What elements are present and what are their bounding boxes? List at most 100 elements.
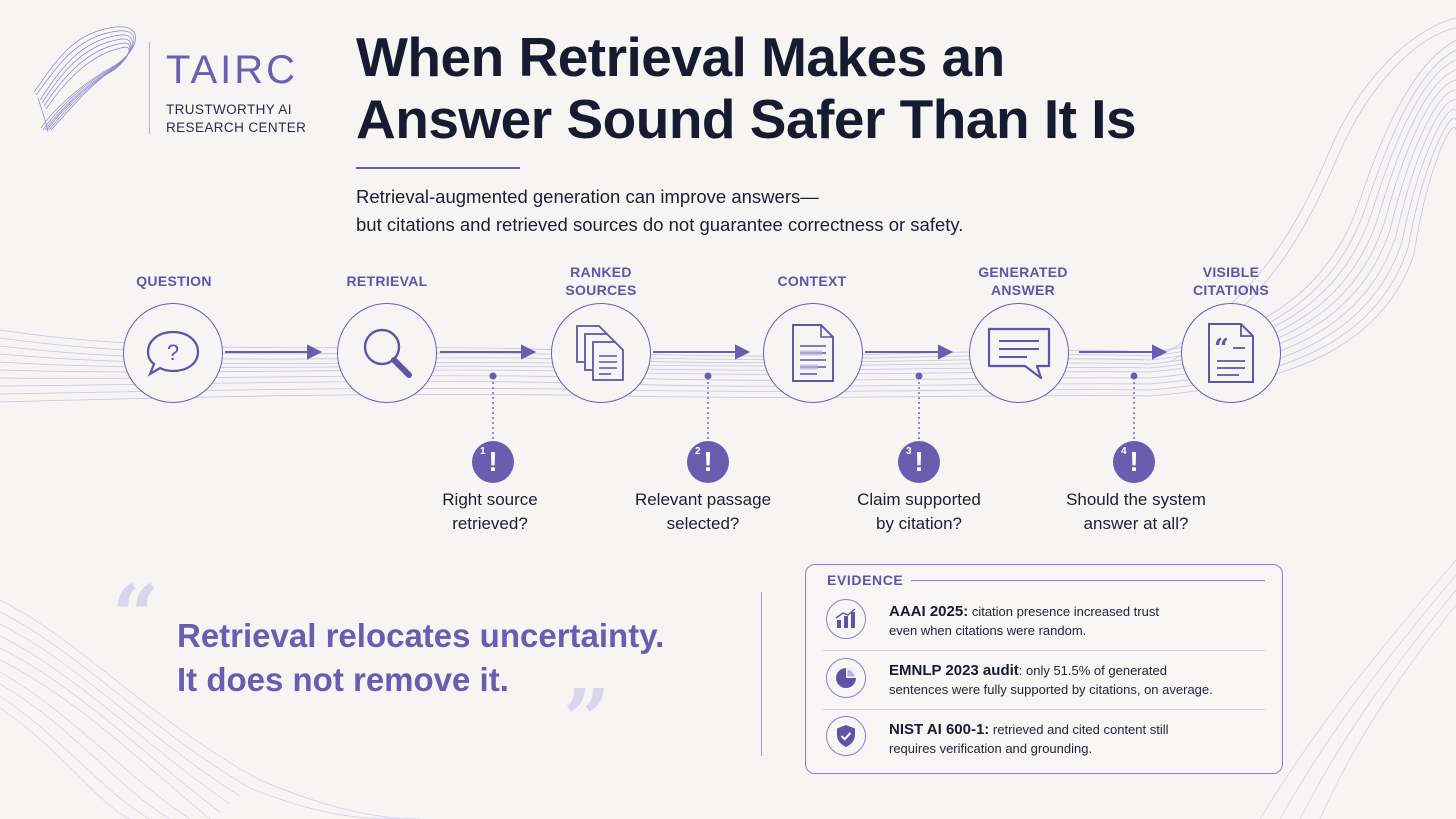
evidence-detail: : only 51.5% of generated <box>1018 663 1167 678</box>
check-line: selected? <box>666 514 740 533</box>
logo-subtitle: TRUSTWORTHY AI RESEARCH CENTER <box>166 101 336 137</box>
check-number: 1 <box>480 446 486 457</box>
page-title-line2: Answer Sound Safer Than It Is <box>356 88 1137 150</box>
answer-bubble-icon <box>987 327 1051 380</box>
stage-label-line: VISIBLE <box>1202 264 1260 280</box>
pull-quote: Retrieval relocates uncertainty. It does… <box>177 614 737 702</box>
check-line: retrieved? <box>452 514 528 533</box>
evidence-icon-2 <box>826 658 866 698</box>
evidence-item-line1: EMNLP 2023 audit: only 51.5% of generate… <box>889 661 1259 680</box>
stage-retrieval <box>337 303 437 403</box>
page-subtitle-line2: but citations and retrieved sources do n… <box>356 214 964 235</box>
stage-label-line: ANSWER <box>990 282 1056 298</box>
stage-label-line: RETRIEVAL <box>346 273 428 289</box>
evidence-source: AAAI 2025: <box>889 603 969 620</box>
check-question-2: Relevant passage selected? <box>613 488 793 536</box>
close-quote-mark: ” <box>563 672 611 768</box>
logo-subtitle-line1: TRUSTWORTHY AI <box>166 102 292 117</box>
evidence-item-line1: AAAI 2025: citation presence increased t… <box>889 602 1259 621</box>
check-badge-4: 4 ! <box>1113 441 1155 483</box>
logo-divider <box>149 42 150 134</box>
magnifier-icon <box>363 328 412 378</box>
evidence-item-2: EMNLP 2023 audit: only 51.5% of generate… <box>889 661 1259 699</box>
stage-label-line: CITATIONS <box>1192 282 1270 298</box>
stage-label-context: CONTEXT <box>737 272 887 290</box>
check-number: 3 <box>906 446 912 457</box>
shield-check-icon <box>837 725 855 747</box>
check-question-1: Right source retrieved? <box>400 488 580 536</box>
evidence-detail: retrieved and cited content still <box>989 722 1169 737</box>
stage-ranked-sources <box>551 303 651 403</box>
check-line: by citation? <box>876 514 962 533</box>
title-underline <box>356 167 520 169</box>
pipeline-arrows <box>225 344 1168 360</box>
warning-exclamation-icon: ! <box>914 446 924 477</box>
page-subtitle-line1: Retrieval-augmented generation can impro… <box>356 186 819 207</box>
stage-label-line: CONTEXT <box>777 273 847 289</box>
check-badge-3: 3 ! <box>898 441 940 483</box>
check-question-4: Should the system answer at all? <box>1046 488 1226 536</box>
check-line: answer at all? <box>1083 514 1189 533</box>
check-number: 4 <box>1121 446 1127 457</box>
stage-label-ranked-sources: RANKED SOURCES <box>526 263 676 299</box>
stage-question: ? <box>123 303 223 403</box>
open-quote-mark: “ <box>112 568 160 664</box>
quote-divider <box>761 592 762 756</box>
stage-label-line: GENERATED <box>978 264 1068 280</box>
page-title-line1: When Retrieval Makes an <box>356 26 1005 88</box>
check-line: Claim supported <box>857 490 981 509</box>
check-question-3: Claim supported by citation? <box>829 488 1009 536</box>
evidence-separator <box>823 650 1265 651</box>
pull-quote-line1: Retrieval relocates uncertainty. <box>177 617 665 654</box>
evidence-item-line2: requires verification and grounding. <box>889 741 1093 756</box>
evidence-icon-1 <box>826 599 866 639</box>
stage-label-line: SOURCES <box>565 282 637 298</box>
evidence-panel <box>805 564 1283 774</box>
evidence-item-3: NIST AI 600-1: retrieved and cited conte… <box>889 720 1259 758</box>
page-title: When Retrieval Makes an Answer Sound Saf… <box>356 26 1316 150</box>
evidence-icon-3 <box>826 716 866 756</box>
citation-document-icon: “ <box>1208 323 1254 383</box>
check-line: Relevant passage <box>634 490 772 509</box>
evidence-detail: citation presence increased trust <box>968 604 1159 619</box>
check-connectors <box>492 377 1135 440</box>
evidence-item-line1: NIST AI 600-1: retrieved and cited conte… <box>889 720 1259 739</box>
logo-subtitle-line2: RESEARCH CENTER <box>166 120 307 135</box>
check-line: Right source <box>442 490 538 509</box>
warning-exclamation-icon: ! <box>703 446 713 477</box>
stage-label-generated-answer: GENERATED ANSWER <box>948 263 1098 299</box>
pie-chart-icon <box>836 668 856 688</box>
warning-exclamation-icon: ! <box>1129 446 1139 477</box>
evidence-item-line2: sentences were fully supported by citati… <box>889 682 1213 697</box>
evidence-item-1: AAAI 2025: citation presence increased t… <box>889 602 1259 640</box>
check-line: Should the system <box>1066 490 1206 509</box>
evidence-title: EVIDENCE <box>827 572 904 588</box>
check-badge-1: 1 ! <box>472 441 514 483</box>
evidence-source: NIST AI 600-1: <box>889 721 990 738</box>
stage-label-visible-citations: VISIBLE CITATIONS <box>1156 263 1306 299</box>
stage-label-retrieval: RETRIEVAL <box>312 272 462 290</box>
svg-text:“: “ <box>1214 334 1229 364</box>
logo-ribbon-mark <box>33 26 136 133</box>
warning-exclamation-icon: ! <box>488 446 498 477</box>
logo-name: TAIRC <box>166 48 299 92</box>
evidence-separator <box>823 709 1265 710</box>
page-subtitle: Retrieval-augmented generation can impro… <box>356 183 1076 239</box>
stage-visible-citations: “ <box>1181 303 1281 403</box>
stage-label-line: RANKED <box>570 264 632 280</box>
evidence-source: EMNLP 2023 audit <box>889 662 1019 679</box>
bar-chart-icon <box>835 608 856 628</box>
document-icon <box>792 324 834 382</box>
stacked-documents-icon <box>576 325 624 381</box>
stage-context <box>763 303 863 403</box>
stage-generated-answer <box>969 303 1069 403</box>
check-badge-2: 2 ! <box>687 441 729 483</box>
stage-label-question: QUESTION <box>99 272 249 290</box>
svg-text:?: ? <box>167 340 179 365</box>
evidence-item-line2: even when citations were random. <box>889 623 1087 638</box>
pull-quote-line2: It does not remove it. <box>177 661 509 698</box>
evidence-title-rule <box>911 580 1265 581</box>
stage-label-line: QUESTION <box>136 273 212 289</box>
question-bubble-icon: ? <box>146 330 200 377</box>
check-number: 2 <box>695 446 701 457</box>
